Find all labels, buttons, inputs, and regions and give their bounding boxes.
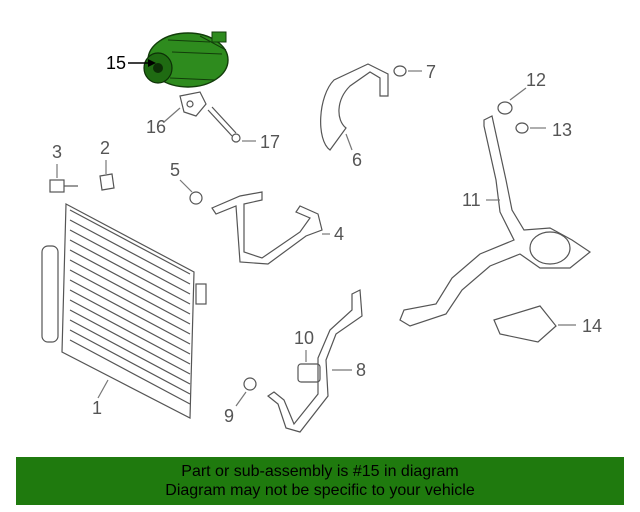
callout-17: 17	[260, 132, 280, 152]
callout-11: 11	[462, 190, 481, 210]
leader-16	[163, 107, 181, 123]
leader-15-arrow	[148, 59, 156, 67]
part-12-o-ring[interactable]	[497, 101, 513, 115]
part-7-o-ring[interactable]	[393, 65, 407, 77]
callout-2: 2	[100, 138, 110, 158]
part-1-condenser[interactable]	[41, 203, 207, 419]
callout-16: 16	[146, 117, 166, 137]
callout-12: 12	[526, 70, 546, 90]
callout-7: 7	[426, 62, 436, 82]
callout-14: 14	[582, 316, 602, 336]
ac-system-exploded-diagram: 15 16 17 6 7 12 13	[41, 31, 602, 433]
callout-6: 6	[352, 150, 362, 170]
banner-line-2: Diagram may not be specific to your vehi…	[165, 482, 475, 499]
callout-8: 8	[356, 360, 366, 380]
callout-4: 4	[334, 224, 344, 244]
part-10-pressure-switch[interactable]	[297, 363, 321, 383]
part-16-bracket[interactable]	[179, 91, 207, 117]
part-info-banner: Part or sub-assembly is #15 in diagram D…	[16, 457, 624, 505]
callout-1: 1	[92, 398, 102, 418]
part-9-o-ring[interactable]	[243, 377, 257, 391]
part-8-ac-line[interactable]	[266, 289, 363, 433]
part-6-hose[interactable]	[320, 63, 389, 151]
leader-12	[509, 87, 527, 101]
part-17-bolt[interactable]	[207, 106, 241, 143]
leader-5	[179, 179, 193, 193]
callout-13: 13	[552, 120, 572, 140]
leader-1	[97, 379, 109, 399]
part-14-gasket[interactable]	[493, 305, 557, 343]
leader-9	[235, 391, 247, 407]
part-5-o-ring[interactable]	[189, 191, 203, 205]
callout-10: 10	[294, 328, 314, 348]
banner-line-1: Part or sub-assembly is #15 in diagram	[181, 463, 459, 480]
part-13-o-ring[interactable]	[515, 122, 529, 134]
leader-6	[345, 133, 353, 151]
callout-9: 9	[224, 406, 234, 426]
part-11-tube-assembly[interactable]	[399, 115, 592, 327]
callout-15: 15	[106, 53, 126, 73]
callout-3: 3	[52, 142, 62, 162]
part-2-clip[interactable]	[99, 173, 115, 191]
part-15-compressor[interactable]	[143, 31, 229, 88]
callout-5: 5	[170, 160, 180, 180]
part-3-bolt[interactable]	[49, 179, 78, 193]
part-4-ac-line[interactable]	[211, 191, 323, 265]
